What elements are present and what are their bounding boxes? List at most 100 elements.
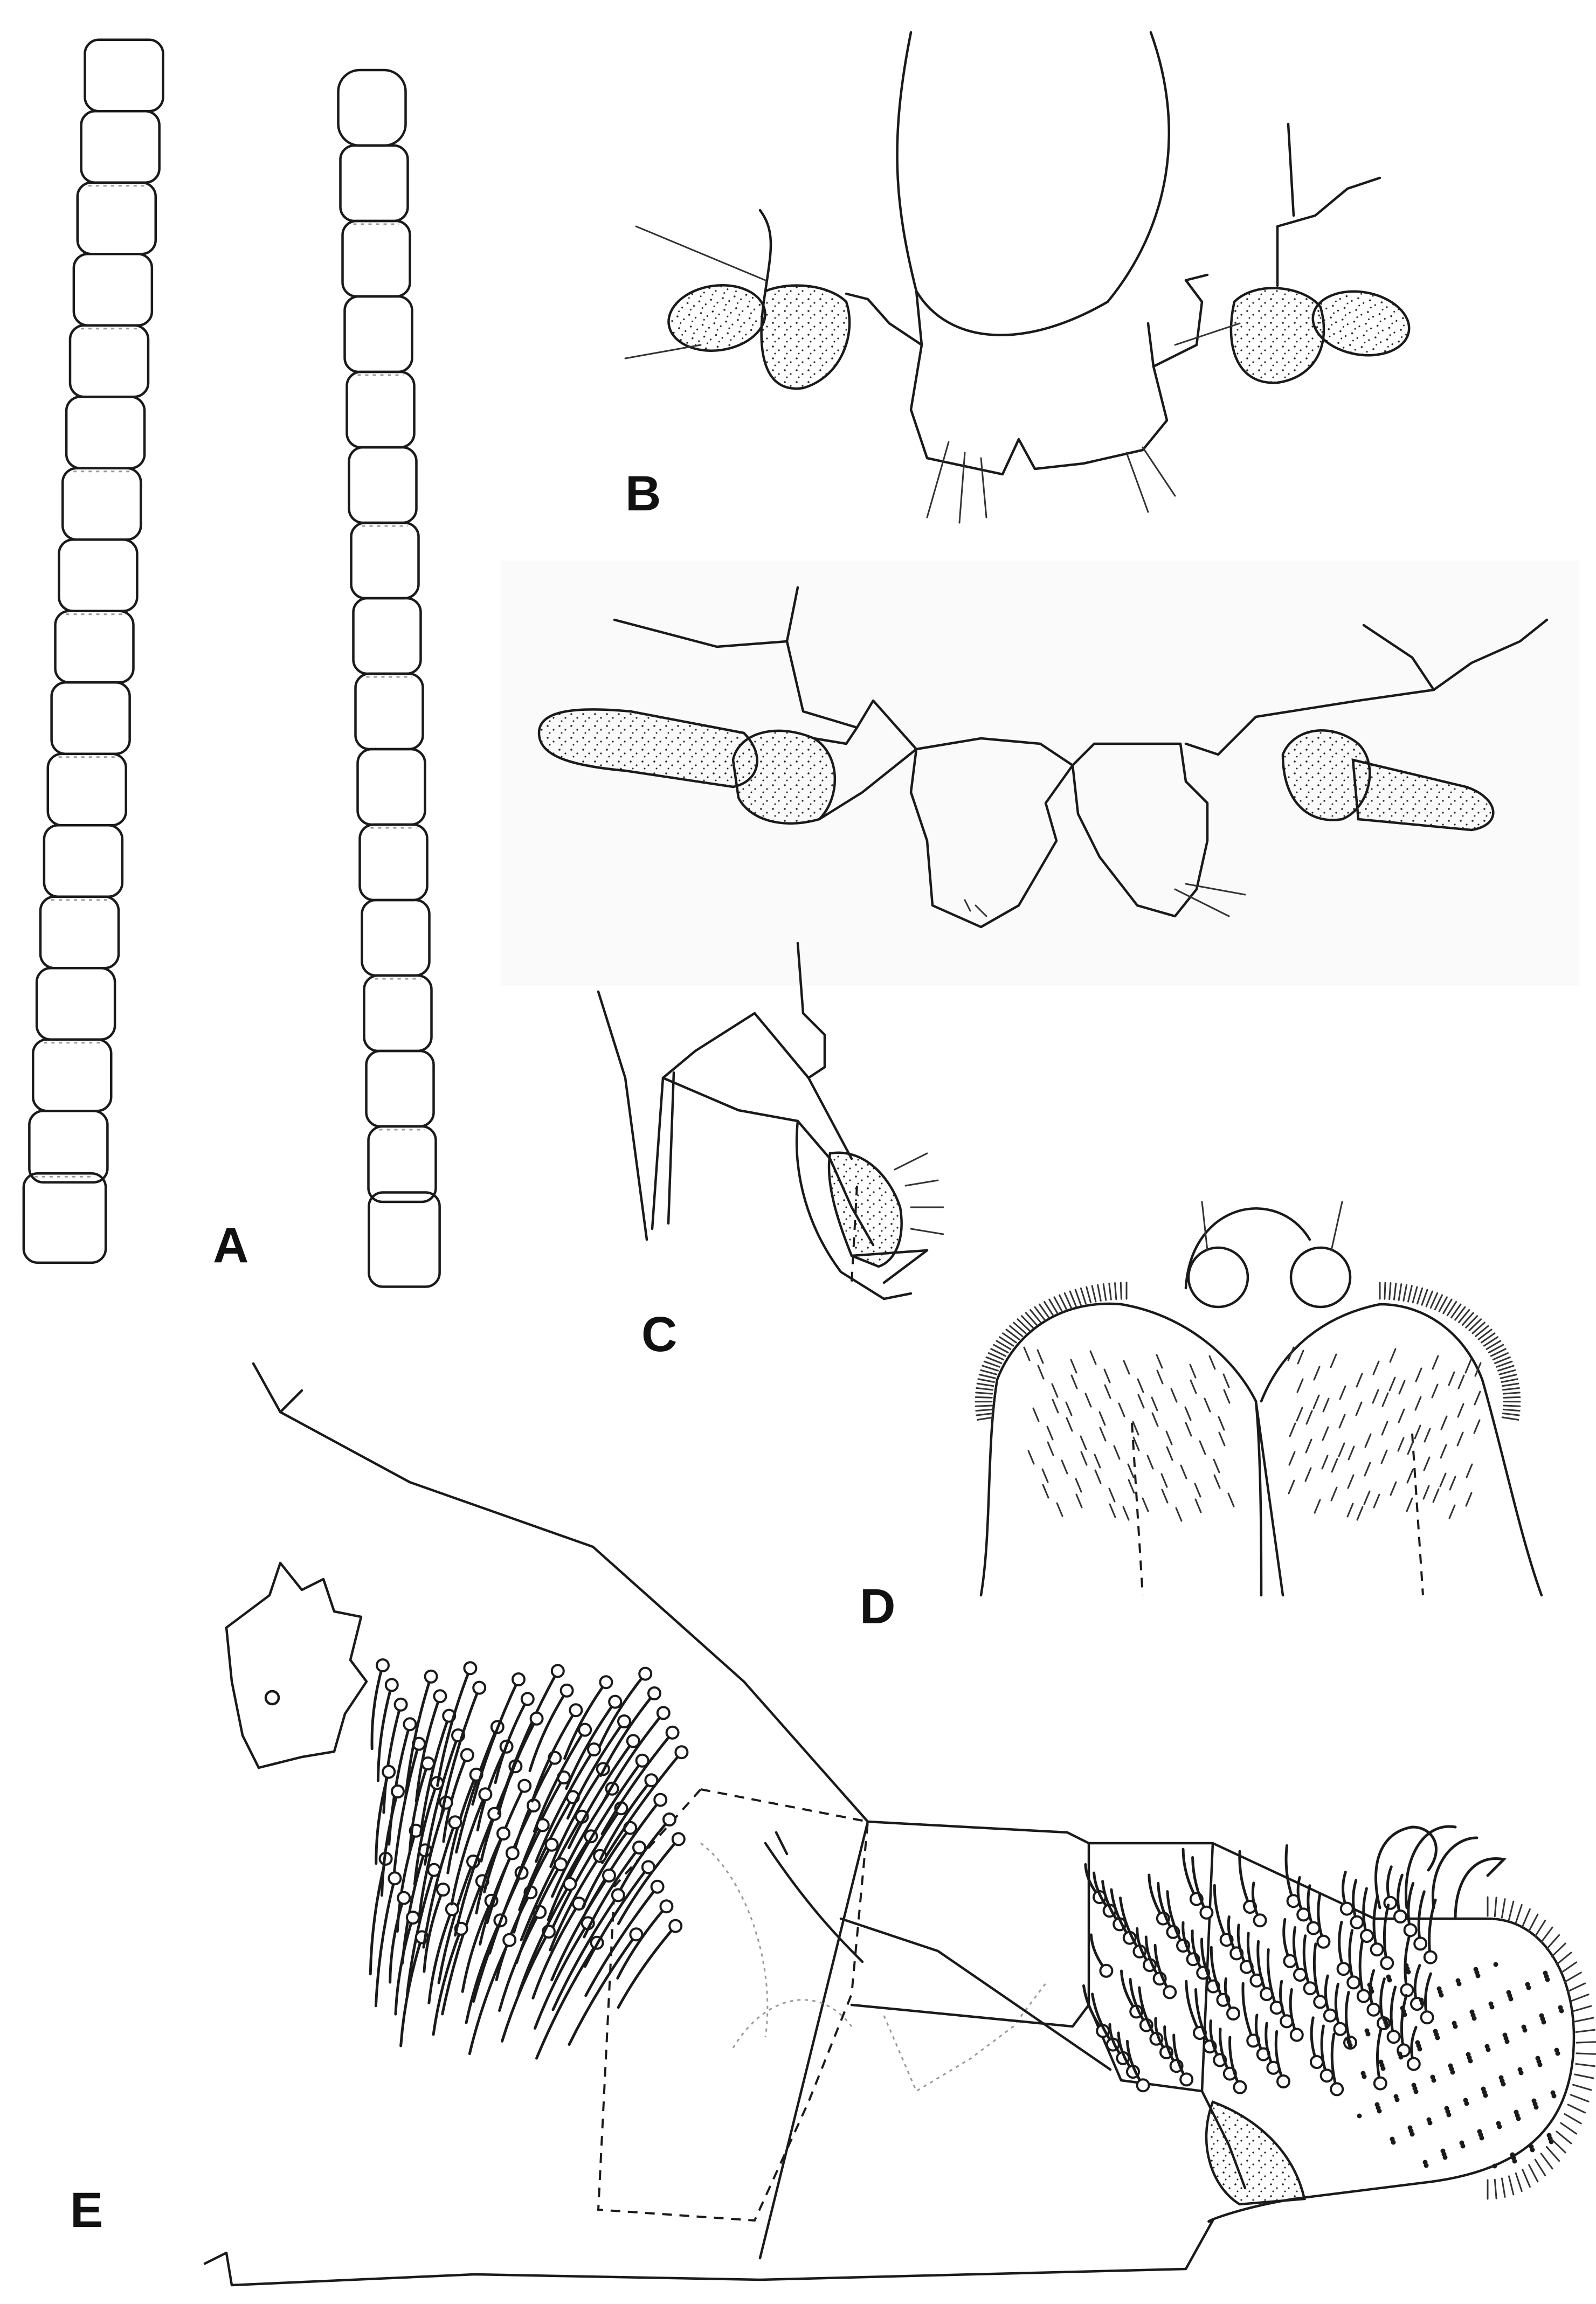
bristle-socket: [1306, 1921, 1321, 1935]
stipple-dot: [1387, 1977, 1392, 1983]
stipple-dot: [1369, 1989, 1374, 1994]
seta: [1180, 1464, 1187, 1479]
stipple-dot: [1439, 1992, 1444, 1998]
bristle: [599, 1779, 653, 1861]
bristle-socket: [550, 1664, 565, 1678]
bristle: [437, 1860, 475, 1984]
bristle: [528, 1689, 569, 1773]
seta: [978, 1374, 996, 1379]
seta: [1417, 1287, 1424, 1305]
seta: [983, 1360, 1000, 1368]
bristle: [399, 1935, 424, 2047]
seta: [1070, 1359, 1077, 1374]
panel-e-bristle-cluster-left: [369, 1658, 689, 2060]
bristle: [1284, 1844, 1295, 1902]
seta: [1356, 1373, 1363, 1388]
tip-seta: [1564, 1971, 1582, 1983]
bristle: [600, 1711, 665, 1807]
bristle-socket: [617, 1714, 631, 1728]
seta: [1039, 1303, 1050, 1319]
bristle: [1274, 2030, 1285, 2083]
panel-b-lower-drawing: [501, 561, 1579, 986]
seta: [1330, 1353, 1337, 1368]
bristle-socket: [1383, 1895, 1398, 1910]
tip-seta: [1534, 1919, 1546, 1938]
stipple-dot: [1489, 2004, 1495, 2010]
seta: [976, 1382, 994, 1387]
seta: [1406, 1497, 1413, 1512]
bristle: [616, 1905, 668, 1980]
tip-seta: [1564, 2113, 1582, 2125]
seta: [976, 1412, 994, 1416]
seta: [1132, 1421, 1139, 1436]
seta: [1474, 1362, 1482, 1377]
seta: [1052, 1399, 1059, 1414]
seta: [1080, 1435, 1087, 1450]
panel-label-c: C: [641, 1307, 678, 1362]
antenna-segment: [58, 538, 139, 612]
antenna-segment: [46, 752, 127, 827]
seta: [1406, 1469, 1414, 1484]
bristle: [1358, 1937, 1365, 1998]
bristle: [535, 1748, 596, 1863]
tip-seta: [1515, 1904, 1523, 1924]
seta: [1414, 1424, 1421, 1440]
seta: [977, 1378, 995, 1383]
seta: [1097, 1284, 1102, 1302]
bristle: [423, 1734, 460, 1866]
seta: [1066, 1417, 1073, 1432]
seta: [1338, 1414, 1346, 1429]
seta: [1398, 1408, 1405, 1423]
stipple-dot: [1417, 2046, 1422, 2052]
antenna-left: [22, 38, 164, 1264]
seta: [1312, 1394, 1320, 1409]
stipple-dot: [1541, 2019, 1546, 2025]
seta: [1223, 1389, 1231, 1404]
bristle: [584, 1865, 650, 1968]
seta: [990, 1348, 1007, 1357]
seta: [1407, 1285, 1413, 1303]
seta: [1363, 1490, 1371, 1505]
seta: [999, 1336, 1014, 1347]
bristle: [1400, 1994, 1408, 2052]
seta: [1160, 1473, 1168, 1488]
bristle: [414, 1694, 441, 1803]
bristle: [423, 1888, 445, 1973]
bristle: [376, 1683, 393, 1782]
seta: [1480, 1332, 1496, 1344]
bristle: [1404, 1932, 1412, 1992]
seta: [1465, 1492, 1473, 1507]
stipple-dot: [1545, 1977, 1550, 1982]
stipple-dot: [1497, 2124, 1502, 2129]
seta: [1380, 1449, 1388, 1464]
seta: [1288, 1451, 1296, 1466]
seta: [1046, 1426, 1054, 1441]
bristle: [617, 1925, 677, 2009]
tip-seta: [1528, 2164, 1539, 2183]
seta: [1458, 1309, 1470, 1324]
antenna-segment: [80, 110, 161, 184]
seta: [1421, 1289, 1428, 1306]
seta: [1044, 1300, 1054, 1317]
bristle-socket: [496, 1826, 510, 1841]
bristle: [518, 1795, 575, 1912]
bristle: [374, 1877, 396, 2008]
seta: [1373, 1493, 1380, 1509]
antenna-segment: [348, 446, 418, 524]
panel-label-d: D: [860, 1579, 896, 1634]
seta: [1314, 1499, 1321, 1514]
bristle: [427, 1907, 454, 2005]
bristle-socket: [554, 1857, 568, 1872]
seta: [1398, 1283, 1402, 1301]
seta: [1108, 1282, 1112, 1300]
stipple-dot: [1413, 2089, 1419, 2094]
stipple-dot: [1493, 1962, 1498, 1967]
seta: [1448, 1504, 1456, 1519]
bristle-socket: [641, 1860, 655, 1874]
panel-label-b: B: [625, 466, 661, 521]
seta: [1070, 1374, 1078, 1389]
seta: [1461, 1312, 1474, 1326]
seta: [1347, 1474, 1355, 1489]
bristle: [419, 1714, 451, 1835]
seta: [1422, 1485, 1430, 1500]
